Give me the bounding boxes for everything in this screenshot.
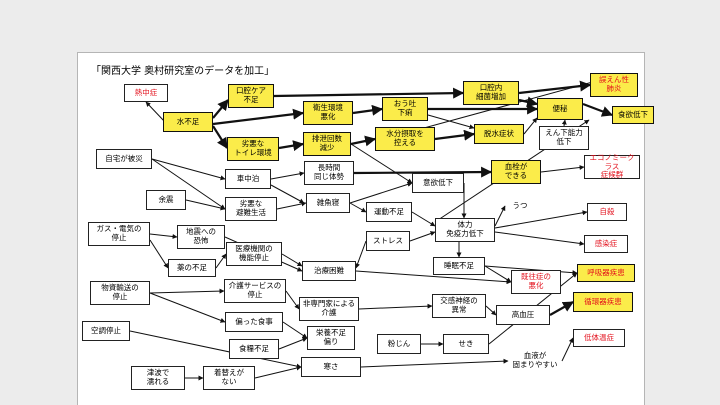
node-clotting-blood: 血液が 固まりやすい xyxy=(512,351,558,369)
node-stress: ストレス xyxy=(366,231,410,251)
node-infection: 感染症 xyxy=(584,235,628,253)
node-cough: せき xyxy=(443,334,489,354)
node-consciousness-decline: 意欲低下 xyxy=(412,173,464,193)
node-aspiration-pneumonia: 誤えん性 肺炎 xyxy=(590,73,638,97)
node-non-expert-care: 非専門家による 介護 xyxy=(299,297,359,321)
node-fear: 地震への 恐怖 xyxy=(177,225,225,249)
node-dehydration: 水不足 xyxy=(163,112,213,132)
node-food-shortage: 食糧不足 xyxy=(229,339,279,359)
node-heatstroke: 熱中症 xyxy=(124,84,168,102)
node-care-service-stop: 介護サービスの 停止 xyxy=(224,279,286,303)
node-unbalanced-diet: 偏った食事 xyxy=(225,312,283,332)
node-oral-care: 口腔ケア 不足 xyxy=(228,84,274,108)
node-no-change-clothes: 着替えが ない xyxy=(203,366,255,390)
node-lack-exercise: 運動不足 xyxy=(366,202,412,222)
node-tsunami-wet: 津波で 濡れる xyxy=(131,366,185,390)
node-restrict-water: 水分摂取を 控える xyxy=(375,127,435,151)
node-hypertension: 高血圧 xyxy=(496,305,550,325)
node-oral-bacteria: 口腔内 細菌増加 xyxy=(463,81,519,105)
node-immunity-decline: 体力 免疫力低下 xyxy=(435,218,495,242)
node-swallow-decline: えん下能力 低下 xyxy=(539,126,589,150)
node-long-sitting: 長時間 同じ体勢 xyxy=(304,161,354,185)
node-gas-outage: ガス・電気の 停止 xyxy=(88,222,150,246)
node-car-stay: 車中泊 xyxy=(225,169,271,189)
node-utu: うつ xyxy=(512,200,528,210)
node-dust: 粉じん xyxy=(377,334,421,354)
node-insomnia: 睡眠不足 xyxy=(433,257,485,275)
node-constipation: 便秘 xyxy=(537,98,583,120)
node-blood-clot: 血栓が できる xyxy=(491,160,541,184)
node-supply-stop: 物資輸送の 停止 xyxy=(90,281,150,305)
node-bad-toilet: 劣悪な トイレ環境 xyxy=(227,137,279,161)
node-dehydration-symptom: 脱水症状 xyxy=(474,124,524,144)
node-medical-stop: 医療機関の 機能停止 xyxy=(226,242,282,266)
node-chronic-worse: 既往症の 悪化 xyxy=(511,270,561,294)
node-medicine-shortage: 薬の不足 xyxy=(168,259,216,277)
node-sleep-crowded: 雑魚寝 xyxy=(306,193,350,213)
node-circulatory: 循環器疾患 xyxy=(573,292,633,312)
node-vomit: おう吐 下痢 xyxy=(382,97,428,121)
node-economy-class: エコノミークラス 症候群 xyxy=(584,153,640,179)
node-ac-stop: 空調停止 xyxy=(82,321,130,341)
node-bad-shelter: 劣悪な 避難生活 xyxy=(225,197,277,221)
node-treatment-difficulty: 治療困難 xyxy=(302,261,356,281)
node-fewer-excretion: 排泄回数 減少 xyxy=(303,132,351,156)
node-cold: 寒さ xyxy=(301,357,361,377)
node-respiratory: 呼吸器疾患 xyxy=(577,264,635,282)
node-hypothermia: 低体温症 xyxy=(573,329,625,347)
diagram-caption: 「関西大学 奥村研究室のデータを加工」 xyxy=(91,66,275,77)
node-suicide: 自殺 xyxy=(587,203,627,221)
node-sympathetic: 交感神経の 異常 xyxy=(432,294,486,318)
node-sanitation: 衛生環境 悪化 xyxy=(303,101,353,125)
node-nutrition-imbalance: 栄養不足 偏り xyxy=(307,326,355,350)
node-aftershock: 余震 xyxy=(146,190,186,210)
node-home-damage: 自宅が被災 xyxy=(96,149,152,169)
node-appetite-loss: 食欲低下 xyxy=(612,106,654,124)
